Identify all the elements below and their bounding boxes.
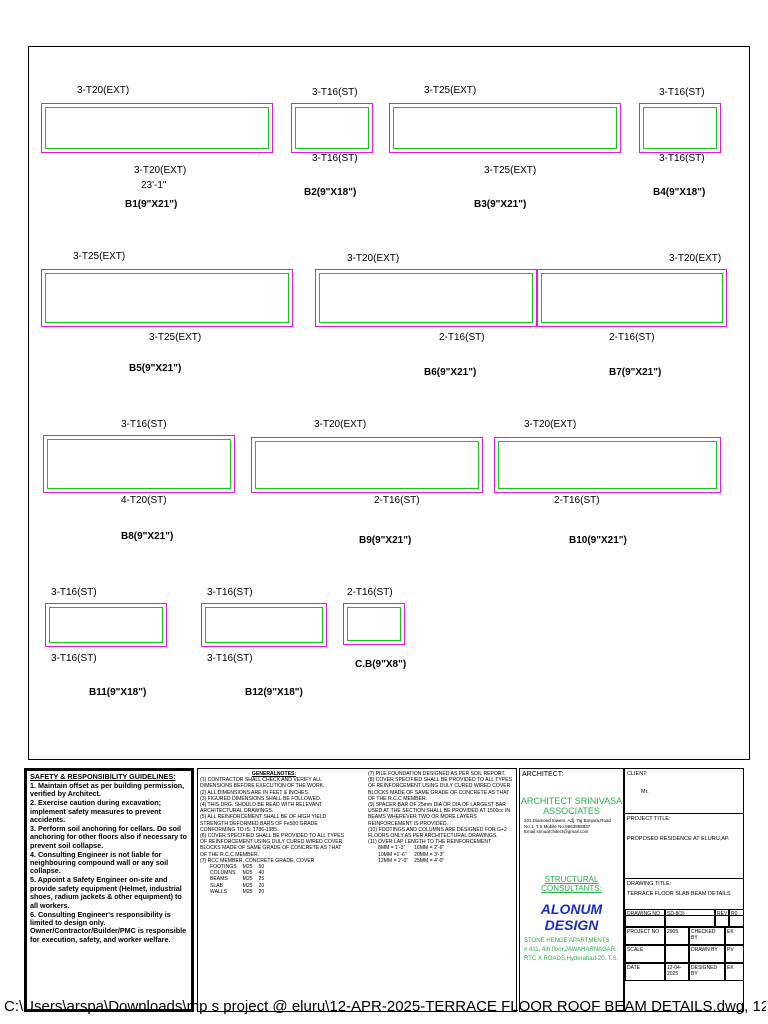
b4-name: B4(9"X18") (653, 187, 706, 198)
consultant-name: ALONUM DESIGN (540, 900, 603, 933)
b7-name: B7(9"X21") (609, 367, 662, 378)
b5-top-bars: 3-T25(EXT) (73, 251, 126, 262)
b11-name: B11(9"X18") (89, 687, 147, 698)
b6-name: B6(9"X21") (424, 367, 477, 378)
beam-b4 (639, 103, 721, 153)
b1-name: B1(9"X21") (125, 199, 178, 210)
b1-span: 23'-1" (141, 180, 167, 191)
b7-bottom-bars: 2-T16(ST) (609, 332, 655, 343)
note: (11) OVER LAP LENGTH TO THE REINFORCEMEN… (368, 839, 492, 846)
b12-bottom-bars: 3-T16(ST) (207, 653, 253, 664)
beam-b1 (41, 103, 273, 153)
b5-bottom-bars: 3-T25(EXT) (149, 332, 202, 343)
safety-item: 4. Consulting Engineer is not liable for… (30, 849, 169, 876)
b4-bottom-bars: 3-T16(ST) (659, 153, 705, 164)
note: (6) COVER SPECIFIED SHALL BE PROVIDED TO… (200, 833, 344, 858)
file-path: C:\Users\arspa\Downloads\mp s project @ … (4, 998, 766, 1015)
cb-name: C.B(9"X8") (355, 659, 407, 670)
note: (9) SPACER BAR OF 25mm DIA OR DIA OF LAR… (368, 802, 511, 827)
consultant-address: STONE HENGE APARTMENTS # 411, 4th floor,… (524, 937, 619, 962)
consultants-label: STRUCTURAL CONSULTANTS: (541, 874, 602, 893)
beam-b6 (315, 269, 537, 327)
note: (8) COVER SPECIFIED SHALL BE PROVIDED TO… (368, 777, 512, 802)
b3-top-bars: 3-T25(EXT) (424, 85, 477, 96)
b9-name: B9(9"X21") (359, 535, 412, 546)
lap-length-table: 8MM = 1'-3"16MM = 2'-6" 10MM =1'-6"20MM … (378, 845, 445, 864)
cb-top-bars: 2-T16(ST) (347, 587, 393, 598)
safety-item: 3. Perform soil anchoring for cellars. D… (30, 823, 187, 850)
b8-bottom-bars: 4-T20(ST) (121, 495, 167, 506)
b10-bottom-bars: 2-T16(ST) (554, 495, 600, 506)
b10-top-bars: 3-T20(EXT) (524, 419, 577, 430)
note: (3) FIGURED DIMENSIONS SHALL BE FOLLOWED… (200, 795, 322, 802)
b9-top-bars: 3-T20(EXT) (314, 419, 367, 430)
safety-item: 6. Consulting Engineer's responsibility … (30, 909, 187, 944)
b4-top-bars: 3-T16(ST) (659, 87, 705, 98)
beam-b12 (201, 603, 327, 647)
note: (4) THIS DRG. SHOULD BE READ WITH RELEVA… (200, 802, 322, 815)
b12-name: B12(9"X18") (245, 687, 303, 698)
b8-top-bars: 3-T16(ST) (121, 419, 167, 430)
b1-top-bars: 3-T20(EXT) (77, 85, 130, 96)
b11-bottom-bars: 3-T16(ST) (51, 653, 97, 664)
beam-b3 (389, 103, 621, 153)
safety-item: 2. Exercise caution during excavation; i… (30, 798, 162, 825)
b11-top-bars: 3-T16(ST) (51, 587, 97, 598)
note: (5) ALL REINFORCEMENT SHALL BE OF HIGH Y… (200, 814, 327, 833)
b9-bottom-bars: 2-T16(ST) (374, 495, 420, 506)
b12-top-bars: 3-T16(ST) (207, 587, 253, 598)
architect-label: ARCHITECT: (522, 771, 564, 778)
b2-name: B2(9"X18") (304, 187, 357, 198)
b3-bottom-bars: 3-T25(EXT) (484, 165, 537, 176)
beam-b9 (251, 437, 483, 493)
safety-item: 1. Maintain offset as per building permi… (30, 780, 185, 799)
architect-address: 201,Diamond towers, Adj. Taj Banjara,Roa… (524, 818, 611, 834)
b1-bottom-bars: 3-T20(EXT) (134, 165, 187, 176)
drawing-info: CLIENT:Mr. PROJECT TITLE:PROPOSED RESIDE… (624, 768, 744, 1012)
drawing-sheet: 3-T20(EXT) 3-T20(EXT) 23'-1" B1(9"X21") … (28, 46, 750, 760)
title-block: SAFETY & RESPONSIBILITY GUIDELINES: 1. M… (24, 768, 744, 1014)
beam-b10 (494, 437, 721, 493)
b5-name: B5(9"X21") (129, 363, 182, 374)
note: (2) ALL DIMENSIONS ARE IN FEET & INCHES. (200, 789, 310, 796)
beam-b5 (41, 269, 293, 327)
b2-top-bars: 3-T16(ST) (312, 87, 358, 98)
b3-name: B3(9"X21") (474, 199, 527, 210)
beam-b8 (43, 435, 235, 493)
safety-guidelines: SAFETY & RESPONSIBILITY GUIDELINES: 1. M… (24, 768, 194, 1012)
b8-name: B8(9"X21") (121, 531, 174, 542)
b6-top-bars: 3-T20(EXT) (347, 253, 400, 264)
b7-top-bars: 3-T20(EXT) (669, 253, 722, 264)
notes-title: GENERALNOTES: (251, 771, 297, 777)
b6-bottom-bars: 2-T16(ST) (439, 332, 485, 343)
b2-bottom-bars: 3-T16(ST) (312, 153, 358, 164)
safety-title: SAFETY & RESPONSIBILITY GUIDELINES: (30, 772, 176, 781)
note: (1) CONTRACTOR SHALL CHECK AND VERIFY AL… (200, 777, 325, 790)
b10-name: B10(9"X21") (569, 535, 627, 546)
architect-panel: ARCHITECT: ARCHITECT SRINIVASA ASSOCIATE… (519, 768, 624, 1012)
general-notes: GENERALNOTES: (1) CONTRACTOR SHALL CHECK… (197, 768, 517, 1012)
beam-b7 (537, 269, 727, 327)
beam-cb (343, 603, 405, 645)
note: (10) FOOTINGS AND COLUMNS ARE DESIGNED F… (368, 826, 507, 840)
note: (7) PILE FOUNDATION DESIGNED AS PER SOIL… (368, 771, 506, 777)
beam-b11 (45, 603, 167, 647)
safety-item: 5. Appoint a Safety Engineer on-site and… (30, 875, 182, 910)
architect-firm: ARCHITECT SRINIVASA ASSOCIATES (520, 796, 623, 816)
note: (7) RCC MEMBER, CONCRETE GRADE, COVER (200, 857, 315, 864)
beam-b2 (291, 103, 373, 153)
